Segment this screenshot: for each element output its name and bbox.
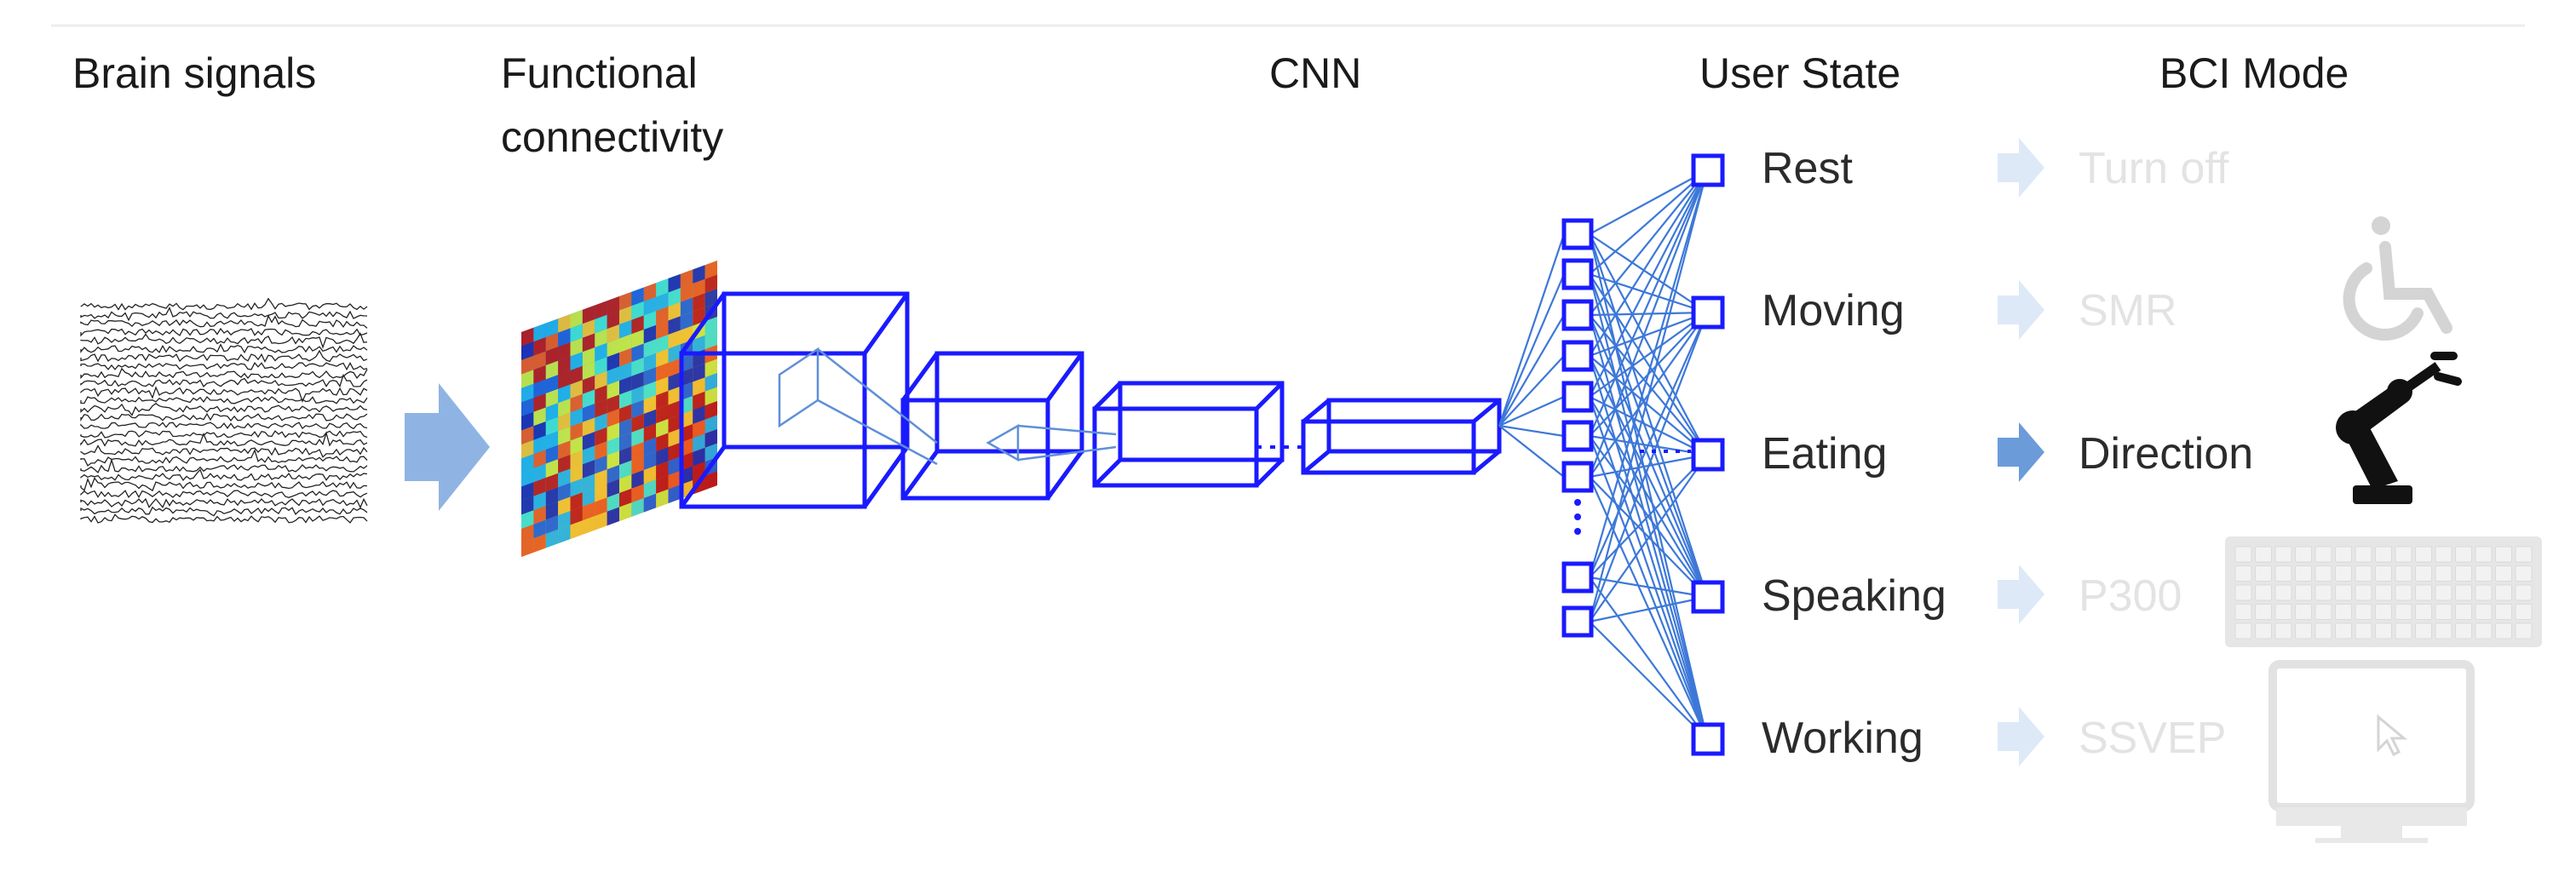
receptive-field-projections xyxy=(778,347,1117,466)
eeg-signal-traces xyxy=(80,297,368,524)
eeg-trace xyxy=(80,314,368,329)
fully-connected-links xyxy=(1498,169,1709,740)
header-cnn: CNN xyxy=(1269,49,1361,97)
dense-ellipsis xyxy=(1574,499,1581,535)
monitor-cursor-icon xyxy=(2268,660,2475,843)
cnn-layer-3 xyxy=(1092,381,1285,488)
cnn-layer-1 xyxy=(679,291,910,509)
input-arrow-icon xyxy=(405,383,490,511)
mode-direction: Direction xyxy=(2079,429,2253,479)
cnn-layer-4 xyxy=(1301,398,1502,475)
eeg-trace xyxy=(80,490,368,499)
state-rest: Rest xyxy=(1762,144,1853,193)
eeg-trace xyxy=(80,402,368,416)
robot-arm-icon xyxy=(2336,352,2462,504)
eeg-trace xyxy=(80,430,368,439)
output-node xyxy=(1691,580,1725,614)
dense-node xyxy=(1561,561,1594,594)
state-speaking: Speaking xyxy=(1762,571,1946,621)
state-eating: Eating xyxy=(1762,429,1887,479)
eeg-trace xyxy=(80,349,368,364)
eeg-trace xyxy=(80,362,368,371)
eeg-trace xyxy=(80,297,368,311)
eeg-trace xyxy=(80,332,368,349)
eeg-trace xyxy=(80,506,368,517)
eeg-trace xyxy=(80,422,368,430)
eeg-trace xyxy=(80,431,368,447)
dense-node xyxy=(1561,605,1594,638)
header-brain-signals: Brain signals xyxy=(72,49,316,97)
dense-node xyxy=(1561,258,1594,290)
dense-node xyxy=(1561,420,1594,452)
state-moving: Moving xyxy=(1762,286,1905,336)
state-working: Working xyxy=(1762,714,1923,763)
mode-ssvep: SSVEP xyxy=(2079,714,2226,763)
keyboard-icon xyxy=(2225,536,2542,647)
dense-node xyxy=(1561,381,1594,413)
dense-node xyxy=(1561,218,1594,250)
cnn-layer-2 xyxy=(900,351,1084,501)
output-node xyxy=(1691,722,1725,756)
eeg-trace xyxy=(80,468,368,481)
eeg-trace xyxy=(80,373,368,388)
header-bci-mode: BCI Mode xyxy=(2159,49,2349,97)
eeg-trace xyxy=(80,343,368,354)
output-layer xyxy=(1691,153,1725,756)
mode-turn-off: Turn off xyxy=(2079,144,2229,193)
eeg-trace xyxy=(80,457,368,473)
eeg-trace xyxy=(80,307,368,322)
dense-node xyxy=(1561,299,1594,331)
eeg-trace xyxy=(80,396,368,404)
eeg-trace xyxy=(80,477,368,492)
wheelchair-icon xyxy=(2343,216,2452,341)
output-node xyxy=(1691,153,1725,187)
eeg-trace xyxy=(80,412,368,422)
header-functional-line1: Functional xyxy=(501,49,698,97)
mode-arrow-icon xyxy=(1998,138,2044,766)
dense-layer xyxy=(1561,218,1594,638)
dense-node xyxy=(1561,340,1594,372)
eeg-trace xyxy=(80,444,368,458)
output-node xyxy=(1691,295,1725,330)
eeg-trace xyxy=(80,513,368,524)
connectivity-matrix xyxy=(521,261,717,557)
header-functional-line2: connectivity xyxy=(501,113,723,161)
eeg-trace xyxy=(80,327,368,337)
mode-smr: SMR xyxy=(2079,286,2177,336)
eeg-trace xyxy=(80,386,368,403)
eeg-trace xyxy=(80,367,368,380)
mode-p300: P300 xyxy=(2079,571,2182,621)
dense-node xyxy=(1561,461,1594,493)
output-node xyxy=(1691,438,1725,472)
header-user-state: User State xyxy=(1699,49,1900,97)
eeg-trace xyxy=(80,449,368,467)
eeg-trace xyxy=(80,497,368,509)
